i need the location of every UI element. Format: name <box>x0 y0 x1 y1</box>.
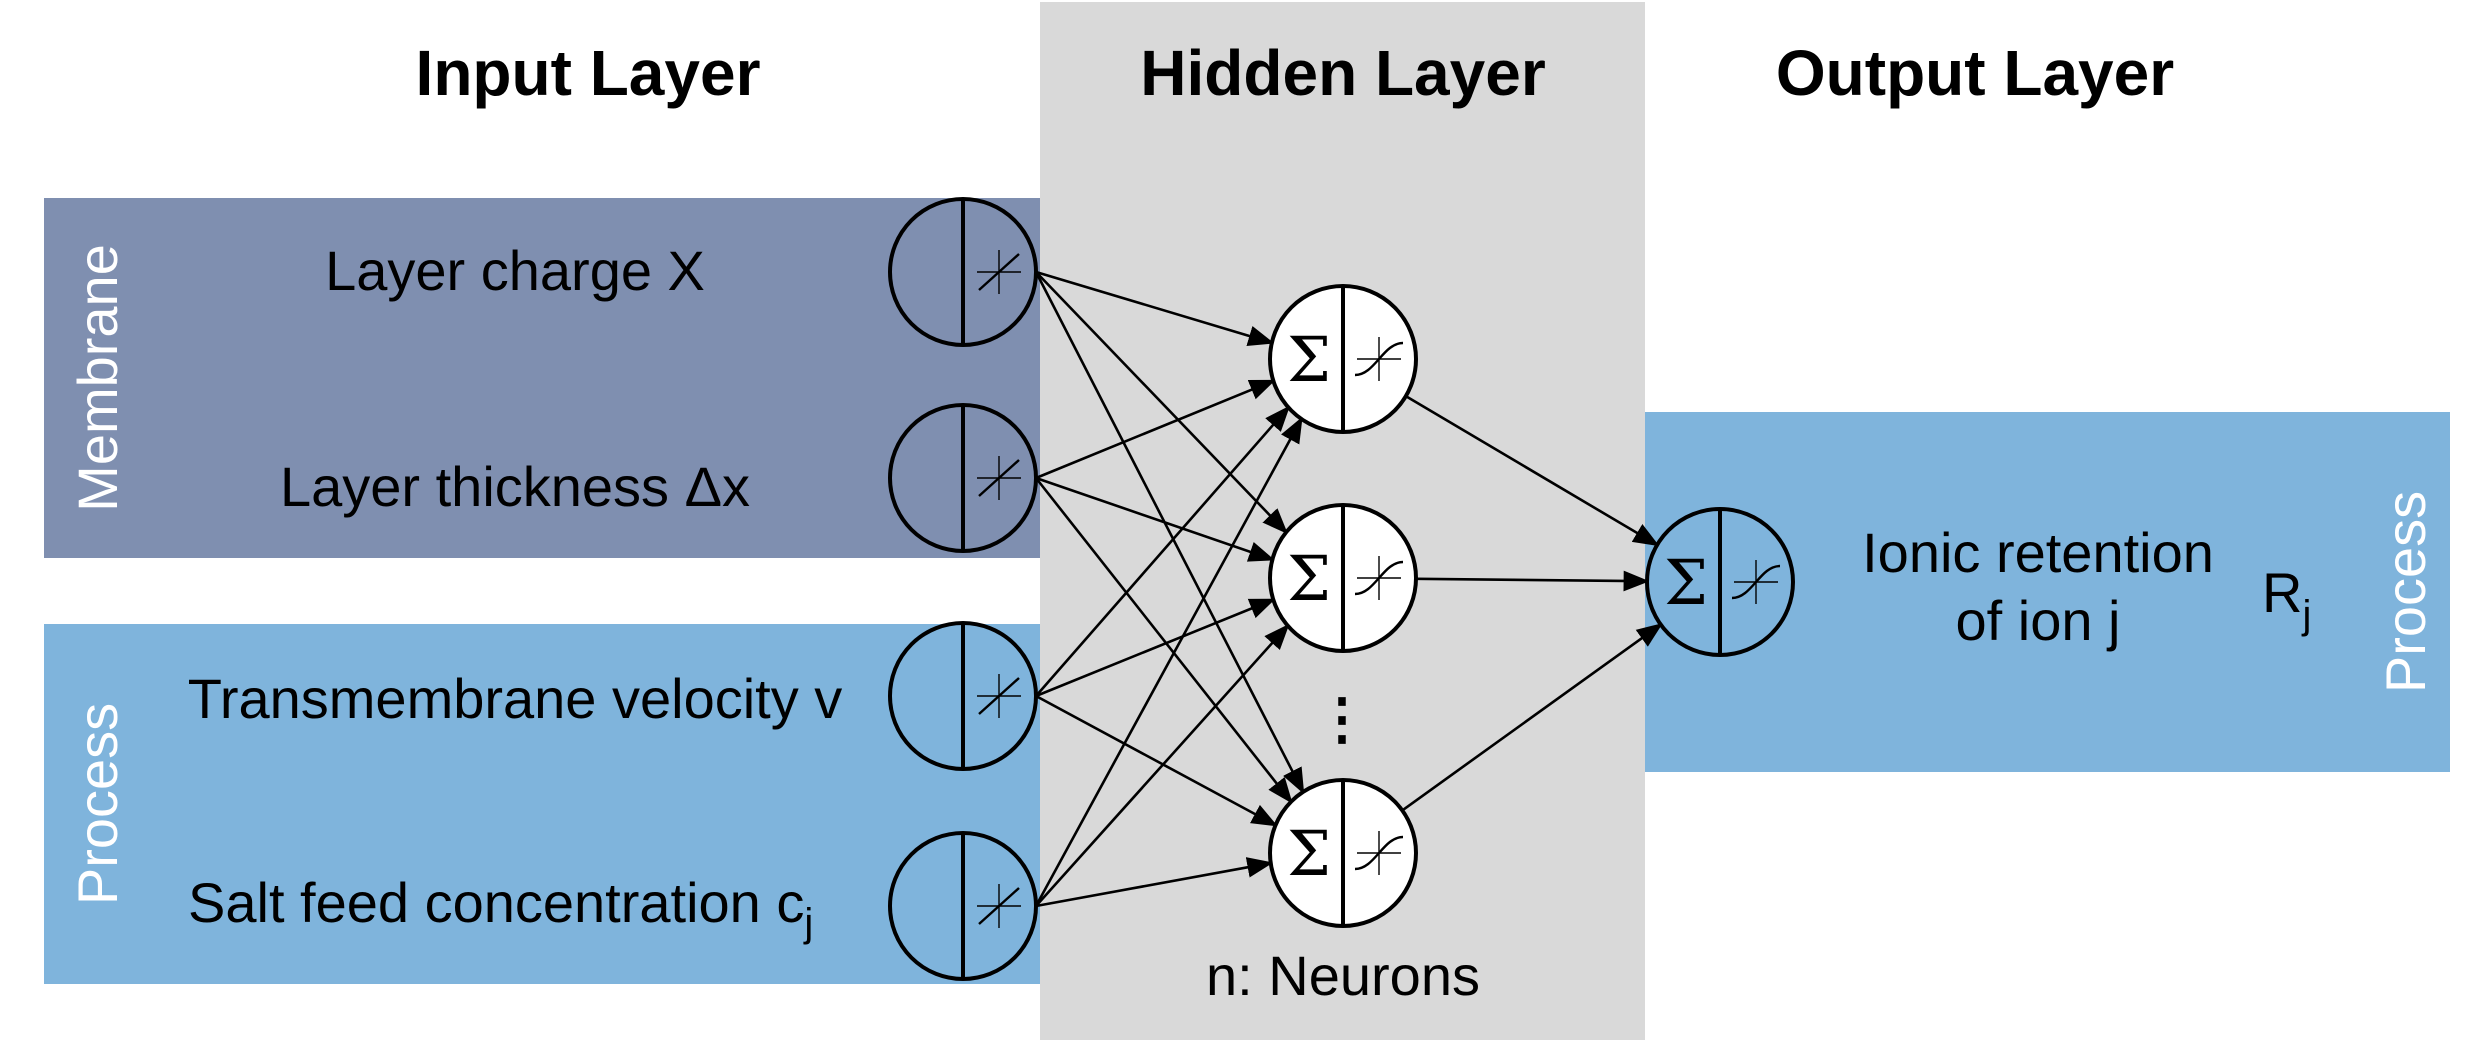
input-node-salt-feed <box>888 831 1038 981</box>
connection-hidden3-output <box>1401 623 1663 812</box>
output-node-sigmoid-icon <box>1731 564 1781 600</box>
connection-input2-hidden3 <box>1034 477 1293 804</box>
connection-input2-hidden1 <box>1035 379 1276 480</box>
connections-group <box>1034 270 1663 908</box>
output-symbol: Rj <box>2262 561 2311 637</box>
connection-input3-hidden1 <box>1035 405 1291 697</box>
hidden-node-3-sum-symbol: Σ <box>1287 817 1331 890</box>
output-node-sum-symbol: Σ <box>1664 546 1708 619</box>
hidden-node-2-sum-symbol: Σ <box>1287 542 1331 615</box>
process-panel <box>44 624 1040 984</box>
output-layer-title: Output Layer <box>1776 37 2174 109</box>
hidden-node-1: Σ <box>1268 284 1418 434</box>
connection-hidden2-output <box>1415 570 1650 592</box>
membrane-panel <box>44 198 1040 558</box>
connection-input3-hidden3 <box>1035 694 1278 827</box>
hidden-node-3: Σ <box>1268 778 1418 928</box>
input-node-salt-feed-linear-icon <box>978 887 1020 925</box>
output-node: Σ <box>1645 507 1795 657</box>
input-node-layer-charge <box>888 197 1038 347</box>
input-node-layer-thickness <box>888 403 1038 553</box>
connection-input4-hidden3 <box>1035 857 1274 908</box>
hidden-node-1-sigmoid-icon <box>1354 341 1404 377</box>
hidden-node-1-sum-symbol: Σ <box>1287 323 1331 396</box>
input-node-layer-charge-linear-icon <box>978 253 1020 291</box>
input-node-velocity-linear-icon <box>978 677 1020 715</box>
hidden-node-3-sigmoid-icon <box>1354 835 1404 871</box>
connection-input4-hidden2 <box>1035 623 1290 907</box>
hidden-node-2-sigmoid-icon <box>1354 560 1404 596</box>
connection-input1-hidden2 <box>1035 271 1288 535</box>
output-label-line2: of ion j <box>1956 589 2121 652</box>
hidden-node-2: Σ <box>1268 503 1418 653</box>
neurons-label: n: Neurons <box>1206 944 1480 1007</box>
connection-input3-hidden2 <box>1035 598 1276 698</box>
hidden-layer-title: Hidden Layer <box>1140 37 1545 109</box>
input-node-velocity <box>888 621 1038 771</box>
connection-hidden1-output <box>1405 395 1660 547</box>
connection-input1-hidden3 <box>1034 271 1305 795</box>
salt-feed-subscript: j <box>803 901 813 945</box>
connection-input4-hidden1 <box>1034 416 1303 907</box>
output-process-group-label: Process <box>2374 491 2437 693</box>
input-layer-title: Input Layer <box>416 37 761 109</box>
process-group-label: Process <box>66 703 129 905</box>
input-label-layer-charge: Layer charge X <box>325 239 705 302</box>
output-symbol-subscript: j <box>2301 593 2311 637</box>
input-label-layer-thickness: Layer thickness Δx <box>280 455 750 518</box>
nodes-group: Σ Σ Σ Σ <box>888 197 1795 981</box>
connection-input1-hidden1 <box>1035 270 1275 346</box>
hidden-ellipsis: ⋮ <box>1314 687 1370 750</box>
input-label-salt-feed: Salt feed concentration cj <box>188 871 813 945</box>
membrane-group-label: Membrane <box>66 244 129 512</box>
input-label-velocity: Transmembrane velocity v <box>188 667 843 730</box>
input-node-layer-thickness-linear-icon <box>978 459 1020 497</box>
output-label-line1: Ionic retention <box>1862 521 2214 584</box>
